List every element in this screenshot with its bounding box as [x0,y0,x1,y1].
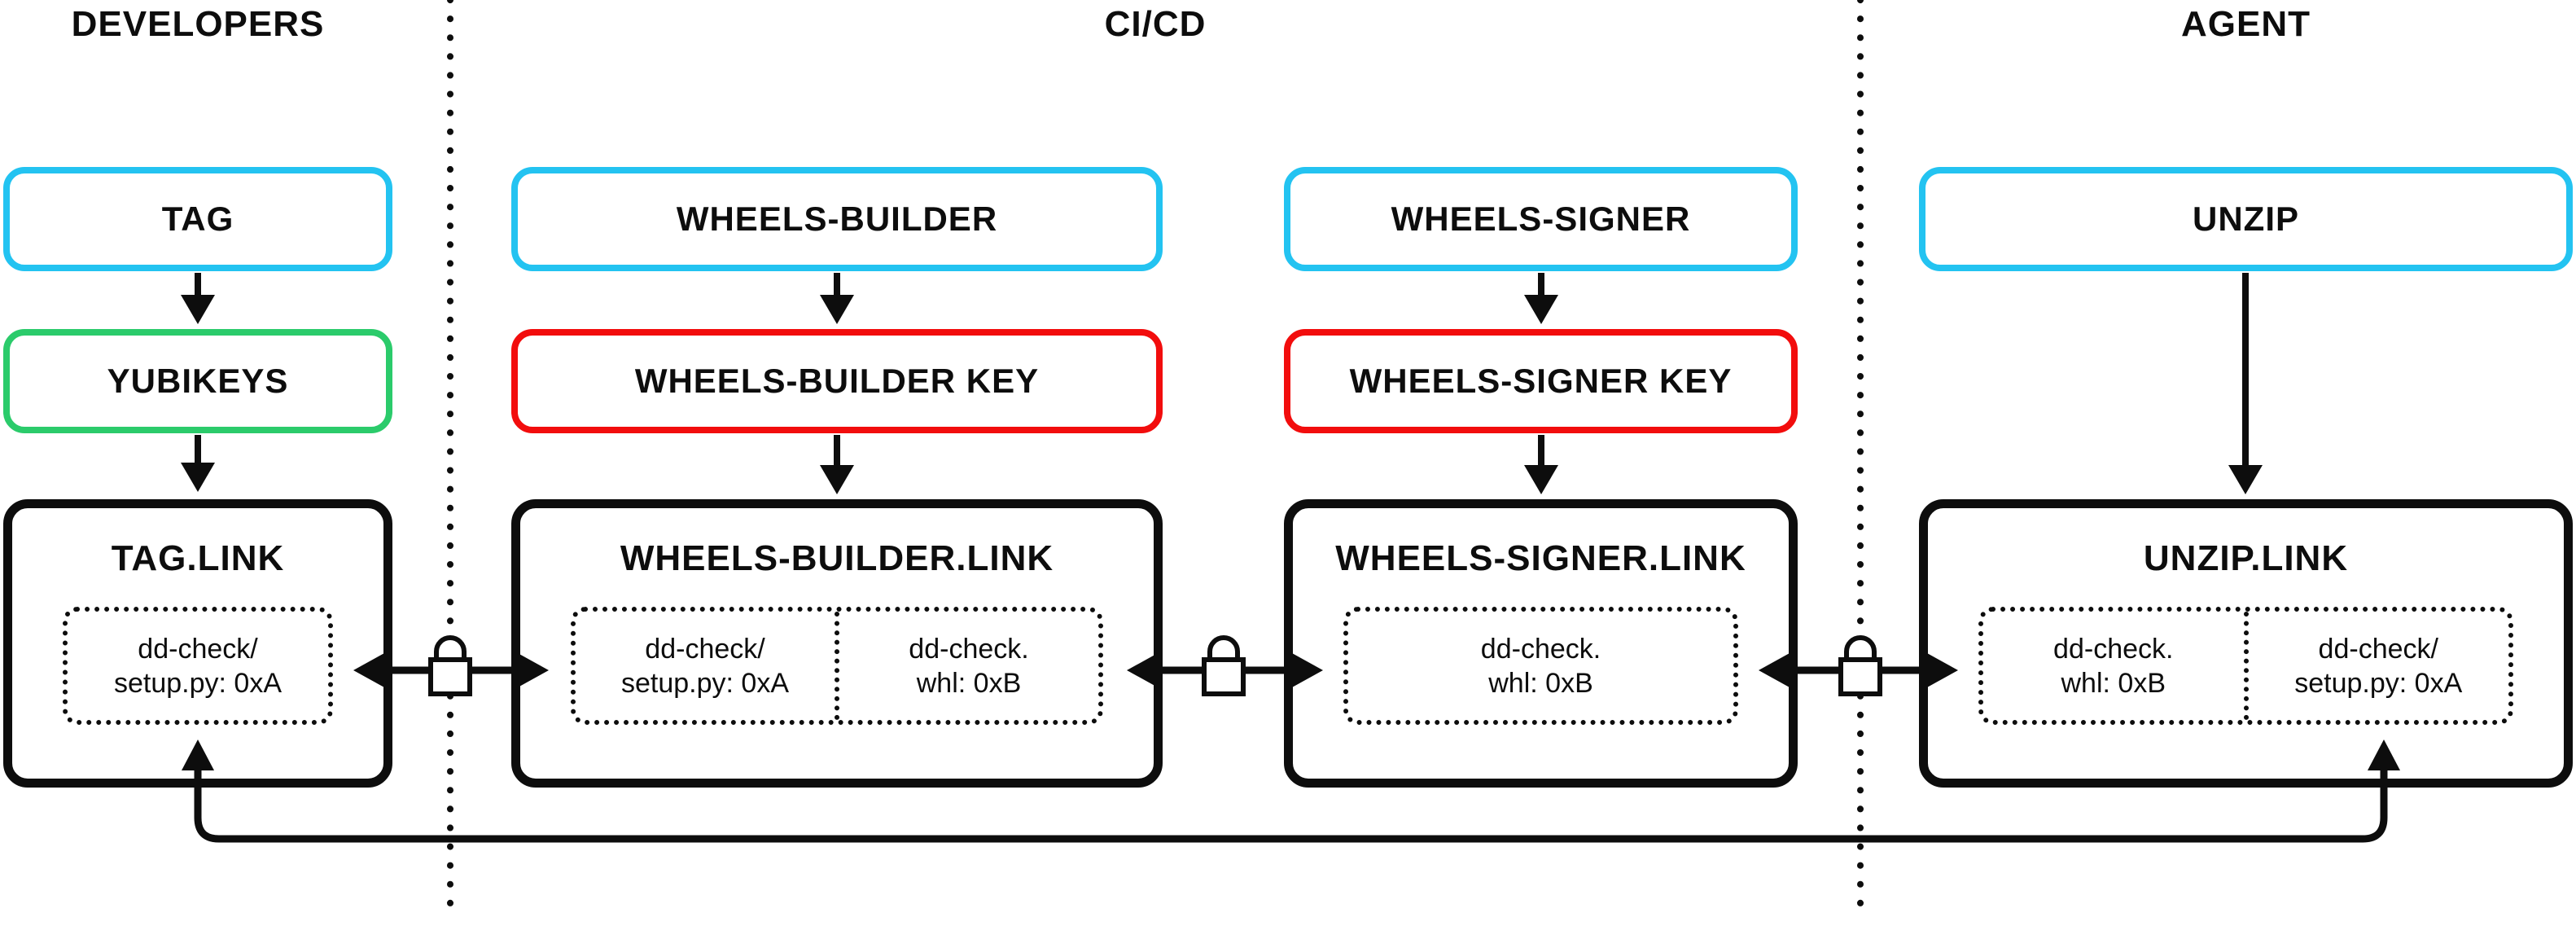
artifact-line: setup.py: 0xA [2294,667,2463,699]
link-title: TAG.LINK [111,538,285,578]
node-wheels-signer: WHEELS-SIGNER [1284,167,1798,271]
artifact-line: dd-check. [1480,633,1601,665]
artifact-line: setup.py: 0xA [620,667,789,699]
node-yubikeys: YUBIKEYS [3,329,392,433]
artifact-whl: dd-check. whl: 0xB [1348,612,1733,720]
node-wheels-builder: WHEELS-BUILDER [511,167,1163,271]
artifact-list: dd-check. whl: 0xB [1343,607,1738,725]
flow-arrows [195,273,2249,468]
artifact-setup-py: dd-check/ setup.py: 0xA [2243,612,2509,720]
artifact-line: setup.py: 0xA [113,667,282,699]
flow-arrowheads [181,295,2263,494]
node-wheels-signer-key: WHEELS-SIGNER KEY [1284,329,1798,433]
artifact-list: dd-check. whl: 0xB dd-check/ setup.py: 0… [1978,607,2513,725]
artifact-line: whl: 0xB [2061,667,2166,699]
arrowhead-down [820,465,854,494]
artifact-line: whl: 0xB [1488,667,1593,699]
arrowhead-down [181,295,215,324]
artifact-setup-py: dd-check/ setup.py: 0xA [68,612,328,720]
link-title: WHEELS-BUILDER.LINK [620,538,1054,578]
link-title: UNZIP.LINK [2143,538,2349,578]
section-header-developers: DEVELOPERS [71,4,325,44]
node-wheels-signer-link: WHEELS-SIGNER.LINK dd-check. whl: 0xB [1284,499,1798,788]
lock-icon [1838,635,1882,696]
node-tag-link: TAG.LINK dd-check/ setup.py: 0xA [3,499,392,788]
arrowhead-down [2228,465,2263,494]
node-unzip: UNZIP [1919,167,2573,271]
node-tag: TAG [3,167,392,271]
section-header-cicd: CI/CD [1104,4,1207,44]
node-unzip-link: UNZIP.LINK dd-check. whl: 0xB dd-check/ … [1919,499,2573,788]
artifact-line: dd-check. [909,633,1029,665]
node-wheels-builder-key: WHEELS-BUILDER KEY [511,329,1163,433]
arrowhead-down [1524,465,1558,494]
artifact-line: dd-check. [2053,633,2174,665]
artifact-list: dd-check/ setup.py: 0xA dd-check. whl: 0… [571,607,1103,725]
artifact-whl: dd-check. whl: 0xB [835,612,1098,720]
arrowhead-down [1524,295,1558,324]
node-wheels-builder-link: WHEELS-BUILDER.LINK dd-check/ setup.py: … [511,499,1163,788]
section-header-agent: AGENT [2181,4,2311,44]
artifact-line: dd-check/ [2318,633,2438,665]
artifact-whl: dd-check. whl: 0xB [1983,612,2244,720]
artifact-line: dd-check/ [645,633,765,665]
lock-icon [428,635,472,696]
link-title: WHEELS-SIGNER.LINK [1335,538,1746,578]
arrowhead-down [181,463,215,492]
arrowhead-down [820,295,854,324]
lock-icon [1202,635,1246,696]
artifact-line: dd-check/ [138,633,258,665]
artifact-line: whl: 0xB [916,667,1022,699]
artifact-setup-py: dd-check/ setup.py: 0xA [576,612,835,720]
artifact-list: dd-check/ setup.py: 0xA [63,607,333,725]
